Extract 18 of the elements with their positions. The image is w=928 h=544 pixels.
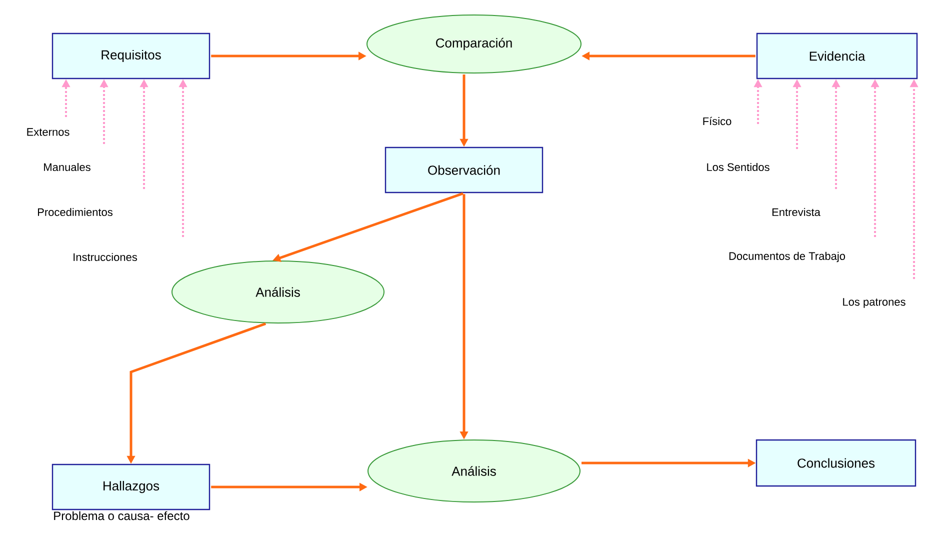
ellipse-node: Comparación: [366, 14, 582, 74]
label-text: Procedimientos: [38, 208, 112, 216]
caption-text: Problema o causa- efecto: [54, 511, 190, 520]
process-box: Observación: [384, 146, 544, 194]
ellipse-node: Análisis: [172, 260, 384, 324]
label-text: Documentos de Trabajo: [729, 252, 846, 262]
label-text: Entrevista: [772, 208, 820, 216]
label-text: Instrucciones: [74, 252, 137, 262]
process-box: Hallazgos: [52, 464, 210, 510]
label-text: Los Sentidos: [707, 162, 770, 172]
ellipse-node: Análisis: [368, 440, 580, 502]
label-text: Manuales: [44, 162, 90, 172]
label-text: Físico: [703, 116, 732, 126]
process-box: Evidencia: [756, 32, 918, 80]
process-box: Conclusiones: [756, 439, 916, 487]
label-text: Externos: [27, 128, 70, 136]
label-text: Los patrones: [843, 298, 906, 308]
process-box: Requisitos: [52, 32, 210, 80]
